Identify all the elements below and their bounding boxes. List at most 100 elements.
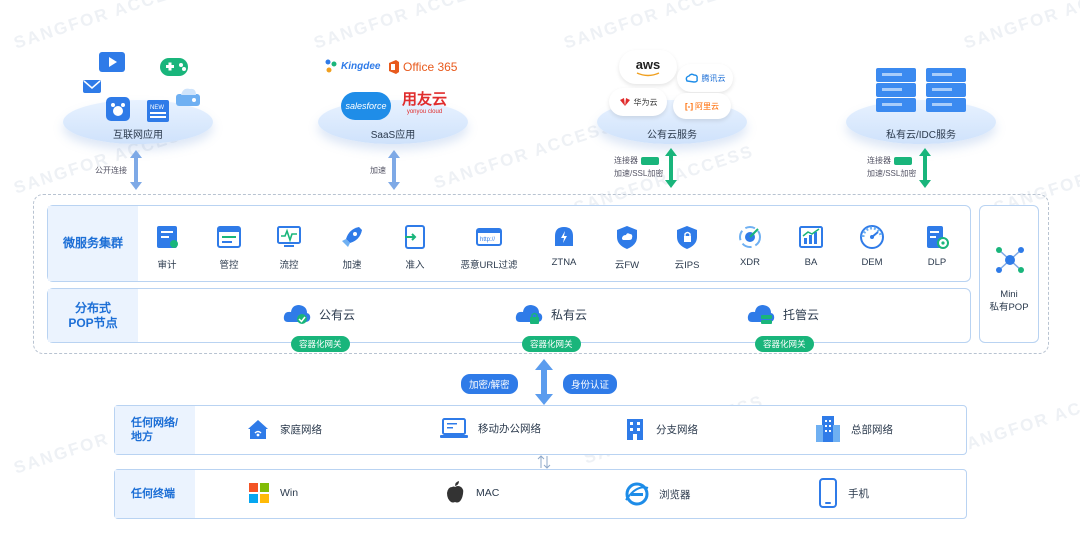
service-item[interactable]: 流控 [259,224,319,271]
internet-apps-label: 互联网应用 [113,130,163,141]
service-label: DLP [927,257,947,268]
service-label: DEM [861,257,883,268]
watermark: SANGFOR ACCESS [951,381,1080,458]
cloud-lock-icon [515,305,543,324]
service-item[interactable]: BA [781,224,841,268]
aliyun-logo: [-] 阿里云 [673,93,731,119]
connector-device-icon [894,156,912,165]
aws-logo: aws [619,50,677,84]
private-cloud-label: 私有云/IDC服务 [886,130,956,141]
pop-node-public[interactable]: 公有云 [283,302,355,326]
service-label: 管控 [219,260,239,271]
service-item[interactable]: ZTNA [534,224,594,268]
pop-node-private[interactable]: 私有云 [515,302,587,326]
public-connection-label: 公开连接 [95,166,127,175]
terminal-label: MAC [476,487,500,499]
cloud-server-icon [747,305,775,324]
server-icon [876,68,916,112]
office365-logo: Office 365 [388,60,457,74]
pop-node-managed[interactable]: 托管云 [747,302,819,326]
home-network-label: 家庭网络 [280,423,322,436]
service-label: 云FW [614,260,640,271]
home-icon [248,420,268,439]
service-label: 云IPS [674,260,700,271]
cloud-node-icon [283,305,311,324]
private-cloud-services: 私有云/IDC服务 [846,0,996,150]
service-item[interactable]: 准入 [385,224,445,271]
service-item[interactable]: 加速 [322,224,382,271]
tencent-cloud-logo: 腾讯云 [677,64,733,92]
terminal-label: Win [280,487,299,499]
terminal-windows[interactable]: Win [248,482,298,504]
headquarters-network[interactable]: 总部网络 [815,415,893,443]
double-arrow-icon [130,150,142,190]
service-item[interactable]: 云IPS [657,224,717,271]
cloud-drive-icon [176,88,200,106]
branch-network[interactable]: 分支网络 [624,417,698,441]
service-label: BA [804,257,818,268]
service-item[interactable]: DLP [907,224,967,268]
cloud-base [63,100,213,144]
xdr-icon [737,224,763,250]
ssl-label: 加速/SSL加密 [867,169,917,178]
news-icon: NEW [147,100,169,122]
connector-device-icon [641,156,659,165]
baidu-icon [106,97,130,121]
any-terminal-row: 任何终端 [114,469,967,519]
terminal-browser[interactable]: 浏览器 [625,482,691,506]
service-item[interactable]: XDR [720,224,780,268]
ba-chart-icon [798,224,824,250]
service-label: 恶意URL过滤 [460,260,518,271]
gamepad-icon [160,58,188,76]
branch-network-label: 分支网络 [656,423,698,436]
audit-icon [154,224,180,250]
service-item[interactable]: 审计 [137,224,197,271]
service-item[interactable]: 云FW [597,224,657,271]
terminal-phone[interactable]: 手机 [818,478,869,508]
url-filter-icon: http:// [476,224,502,250]
kingdee-logo: Kingdee [324,58,380,74]
saas-apps-cloud: Kingdee Office 365 salesforce 用友云 yonyou… [318,0,468,150]
home-network[interactable]: 家庭网络 [246,417,322,441]
double-arrow-icon [919,148,931,188]
cloud-firewall-icon [614,224,640,250]
rocket-icon [339,224,365,250]
terminal-mac[interactable]: MAC [444,480,499,506]
browser-icon [625,482,649,506]
headquarters-network-label: 总部网络 [851,423,893,436]
svg-text:NEW: NEW [150,105,164,111]
laptop-icon [440,418,468,438]
network-hub-icon [996,247,1024,273]
video-play-icon [99,52,125,72]
service-label: 流控 [279,260,299,271]
small-double-arrow-icon [537,455,551,469]
building-icon [627,419,643,440]
service-item[interactable]: http:// 恶意URL过滤 [459,224,519,271]
mobile-office-network-label: 移动办公网络 [478,422,541,435]
service-label: XDR [739,257,761,268]
service-label: ZTNA [551,257,577,268]
cloud-base [846,100,996,144]
service-label: 准入 [405,260,425,271]
service-label: 加速 [342,260,362,271]
dlp-icon [924,224,950,250]
service-item[interactable]: 管控 [199,224,259,271]
container-gateway-badge: 容器化网关 [755,336,814,352]
ssl-label: 加速/SSL加密 [614,169,664,178]
cloud-ips-icon [674,224,700,250]
saas-apps-label: SaaS应用 [370,130,416,141]
double-arrow-icon [535,359,553,405]
identity-auth-pill: 身份认证 [563,374,618,394]
headquarters-icon [816,416,840,442]
service-item[interactable]: DEM [842,224,902,268]
container-gateway-badge: 容器化网关 [522,336,581,352]
pop-node-label: 私有云 [551,307,588,322]
salesforce-logo: salesforce [341,92,391,120]
double-arrow-icon [665,148,677,188]
mobile-office-network[interactable]: 移动办公网络 [440,417,541,439]
flow-control-icon [276,224,302,250]
any-terminal-title: 任何终端 [115,470,195,518]
